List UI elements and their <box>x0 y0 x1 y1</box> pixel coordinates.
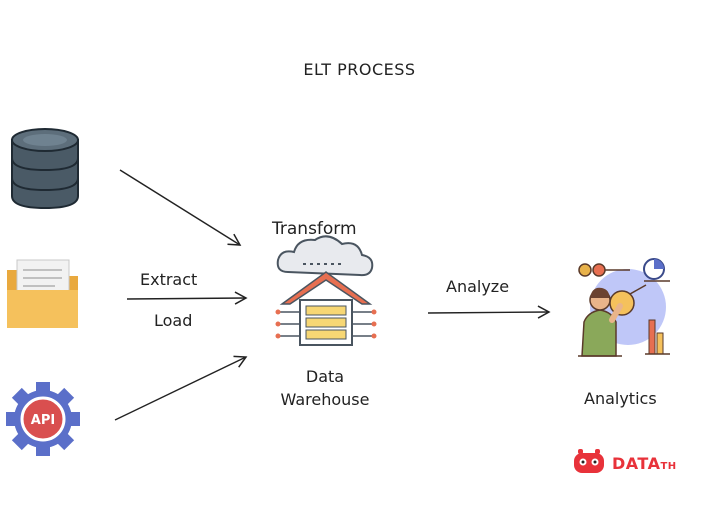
analytics-person-icon <box>578 258 670 357</box>
arrow-database-to-warehouse <box>119 169 242 246</box>
api-gear-icon: API <box>6 382 80 456</box>
database-icon <box>11 128 79 210</box>
brand-wordmark-suffix: TH <box>660 461 677 472</box>
warehouse-label-line2: Warehouse <box>280 390 370 409</box>
data-warehouse-icon <box>275 235 377 346</box>
arrow-warehouse-to-analytics <box>427 305 551 319</box>
diagram-title: ELT PROCESS <box>303 60 416 79</box>
api-icon-text: API <box>31 413 55 428</box>
brand-wordmark: DATATH <box>612 454 677 473</box>
edge-label-analyze: Analyze <box>446 277 510 296</box>
analytics-label: Analytics <box>584 389 657 408</box>
brand-logo-icon <box>574 449 604 473</box>
arrow-files-to-warehouse <box>126 291 248 305</box>
brand-wordmark-main: DATA <box>612 454 661 473</box>
edge-label-extract: Extract <box>140 270 198 289</box>
warehouse-transform-label: Transform <box>272 219 357 239</box>
warehouse-label-line1: Data <box>305 367 345 386</box>
edge-label-load: Load <box>154 311 193 330</box>
arrow-api-to-warehouse <box>114 355 248 421</box>
folder-icon <box>7 259 78 328</box>
